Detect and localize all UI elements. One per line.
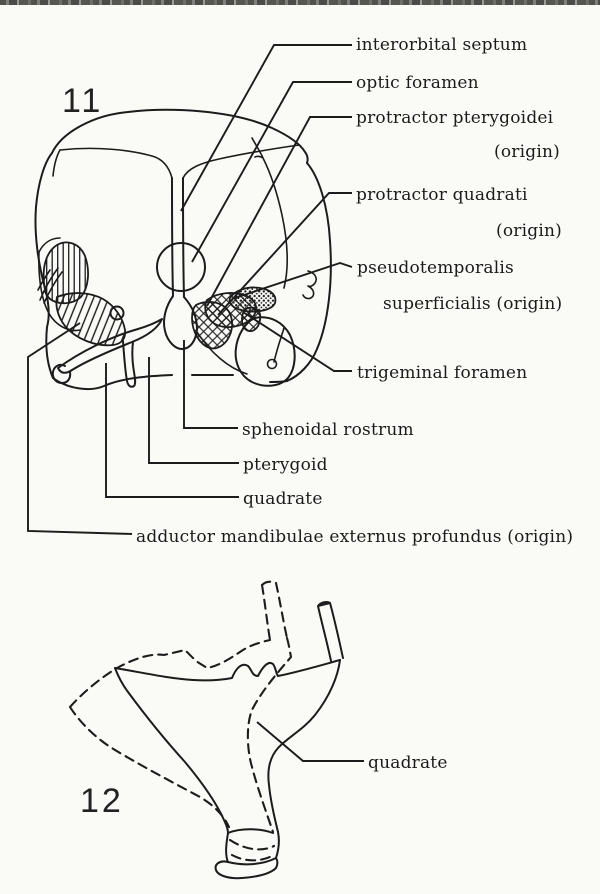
small-foramen-circle — [109, 305, 125, 321]
label-pseudotemporalis-superficialis-origin: superficialis (origin) — [383, 294, 562, 314]
leader-trigeminal-foramen — [242, 311, 352, 372]
label-protractor-pterygoidei-origin: (origin) — [494, 142, 560, 162]
trigeminal-foramen-circle — [266, 358, 278, 370]
frontal-edge-line-right — [182, 144, 300, 179]
label-protractor-quadrati-origin: (origin) — [496, 221, 562, 241]
leader-protractor-pterygoidei — [206, 116, 352, 307]
quadrate-foot-inner-dashes — [228, 838, 276, 862]
skull-right-outline — [286, 162, 332, 382]
quadrate-tip — [51, 363, 72, 384]
label-pterygoid: pterygoid — [243, 455, 328, 475]
label-protractor-pterygoidei: protractor pterygoidei — [356, 108, 554, 128]
dashed-otic-rod — [260, 580, 289, 642]
label-pseudotemporalis: pseudotemporalis — [357, 258, 514, 278]
quadrate-foot-outline — [214, 828, 280, 880]
leader-quadrate — [105, 363, 239, 498]
label-interorbital-septum: interorbital septum — [356, 35, 527, 55]
label-trigeminal-foramen: trigeminal foramen — [357, 363, 527, 383]
figure-12-number: 12 — [80, 782, 124, 820]
leader-optic-foramen — [191, 81, 352, 263]
quadrate-bone-drawing: quadrate 12 — [68, 580, 448, 880]
pterygoid-process — [122, 340, 137, 388]
dashed-quadrate-outline — [68, 636, 293, 834]
postorbital-ridge — [251, 137, 288, 289]
leader-quadrate-fig12 — [256, 721, 364, 762]
figure-11-number: 11 — [62, 82, 103, 120]
label-quadrate: quadrate — [243, 489, 323, 509]
adductor-muscle-hatch — [42, 241, 89, 305]
tendon-slivers — [37, 267, 63, 304]
leader-interorbital-septum — [180, 44, 352, 212]
scan-edge-artifact — [0, 0, 600, 5]
label-quadrate-fig12: quadrate — [368, 753, 448, 773]
label-optic-foramen: optic foramen — [356, 73, 479, 93]
interorbital-septum-stem — [171, 177, 185, 298]
right-hook-squiggle — [302, 270, 317, 300]
label-sphenoidal-rostrum: sphenoidal rostrum — [242, 420, 414, 440]
label-protractor-quadrati: protractor quadrati — [356, 185, 528, 205]
palate-wing-bones — [57, 318, 163, 374]
quadrate-region-outline — [234, 316, 296, 387]
solid-otic-rod — [317, 601, 344, 662]
solid-quadrate-left-edge — [114, 667, 229, 834]
leader-sphenoidal-rostrum — [183, 340, 238, 429]
trigeminal-inner-curl — [273, 327, 285, 363]
frontal-edge-left-tick — [52, 149, 61, 177]
frontal-edge-line — [59, 147, 173, 179]
skull-dome-outline — [51, 108, 309, 164]
label-adductor-mandibulae: adductor mandibulae externus profundus (… — [136, 527, 573, 547]
leader-pseudotemporalis — [231, 261, 353, 300]
optic-foramen-circle — [156, 242, 206, 292]
leader-adductor-mandibulae — [27, 322, 133, 535]
solid-quadrate-top-edge — [114, 659, 341, 682]
leader-protractor-quadrati — [217, 192, 352, 316]
pseudotemporalis-scar-stippled — [228, 286, 277, 313]
skull-posterior-view-drawing: 11 interorbital septum optic foramen pro… — [27, 35, 573, 547]
leader-pterygoid — [148, 357, 239, 464]
solid-quadrate-right-edge — [267, 659, 341, 833]
